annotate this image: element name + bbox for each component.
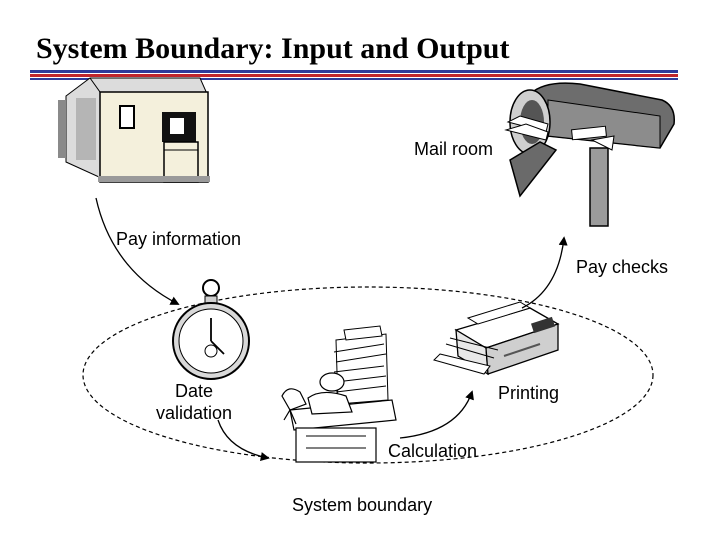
printer-icon — [433, 301, 560, 376]
title-rule — [30, 70, 678, 80]
label-printing: Printing — [498, 383, 560, 403]
label-pay-information: Pay information — [116, 229, 242, 249]
title-rule-red — [30, 74, 678, 77]
arrow-date-to-calculation — [217, 419, 270, 462]
label-system-boundary: System boundary — [292, 495, 433, 515]
title-rule-blue-bottom — [30, 78, 678, 80]
stopwatch-icon — [172, 279, 250, 380]
page-title: System Boundary: Input and Output — [36, 32, 510, 65]
label-date-validation: Date validation — [144, 380, 244, 424]
system-boundary-ellipse — [82, 286, 654, 464]
label-mail-room: Mail room — [414, 139, 494, 159]
label-date-validation-line1: Date — [174, 381, 214, 401]
building-icon — [58, 77, 210, 183]
label-pay-checks: Pay checks — [576, 257, 669, 277]
title-rule-blue-top — [30, 70, 678, 73]
label-date-validation-line2: validation — [155, 403, 233, 423]
arrow-calculation-to-printing — [399, 390, 474, 439]
arrow-pay-checks — [521, 236, 568, 309]
mailbox-icon — [504, 82, 675, 227]
arrow-pay-information — [95, 197, 180, 305]
label-calculation: Calculation — [388, 441, 478, 461]
worker-at-desk-icon — [281, 325, 397, 463]
